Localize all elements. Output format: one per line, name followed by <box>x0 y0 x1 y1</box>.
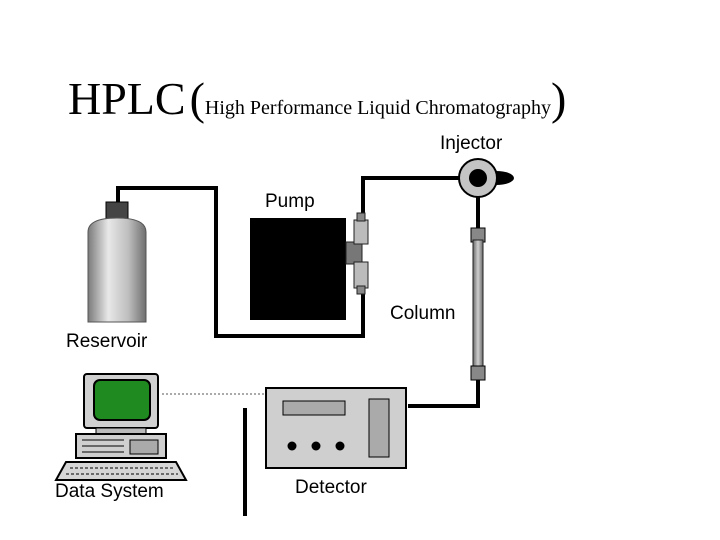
pump <box>250 212 369 320</box>
label-detector: Detector <box>295 477 367 498</box>
title-main: HPLC <box>68 73 186 124</box>
tubing <box>116 176 480 516</box>
data-system <box>54 373 188 481</box>
column <box>470 227 486 381</box>
tube-column-to-detector <box>408 380 480 408</box>
title-close-paren: ) <box>550 73 567 124</box>
label-injector: Injector <box>440 133 503 154</box>
label-reservoir: Reservoir <box>66 331 148 352</box>
label-column: Column <box>390 303 456 324</box>
tube-reservoir-to-pump <box>116 186 365 338</box>
title-open-paren: ( <box>189 73 205 124</box>
injector <box>458 158 514 198</box>
title-subtitle: High Performance Liquid Chromatography <box>204 97 551 119</box>
tube-pump-to-injector <box>361 176 460 215</box>
label-data-system: Data System <box>55 481 164 502</box>
reservoir <box>87 201 147 323</box>
diagram-title: HPLC (High Performance Liquid Chromatogr… <box>68 72 708 124</box>
detector <box>265 387 407 469</box>
label-pump: Pump <box>265 191 315 212</box>
